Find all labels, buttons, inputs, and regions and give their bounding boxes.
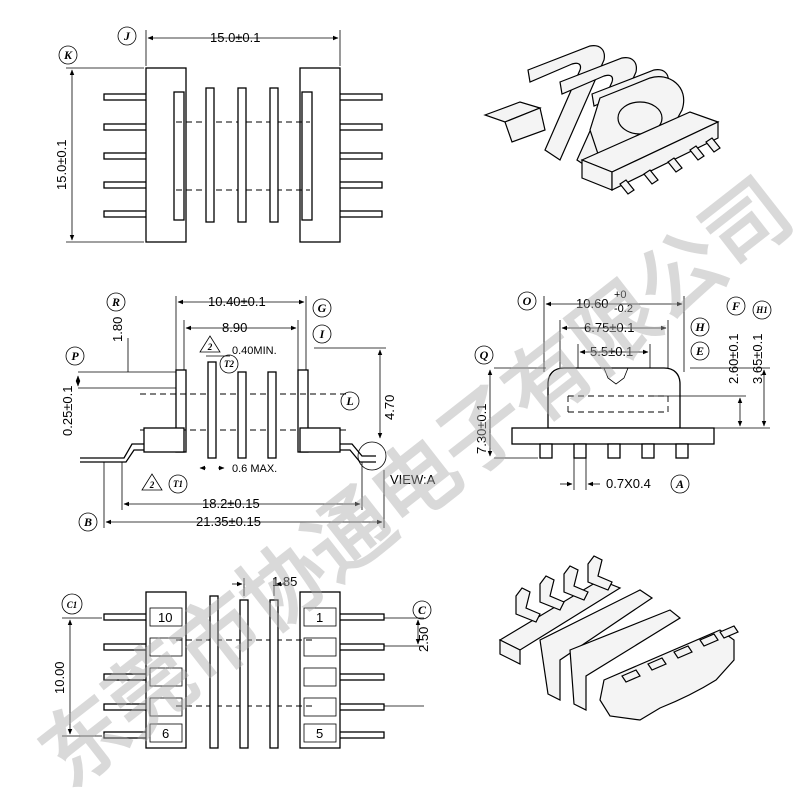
top-view: 15.0±0.1 J 15.0±0.1 K (54, 26, 383, 243)
label-e: E (695, 344, 704, 358)
pin-number-6: 6 (162, 726, 169, 741)
bottom-right-flange (299, 591, 341, 749)
dim-front-260: 2.60±0.1 (726, 333, 741, 384)
dim-front-1060-minus: -0.2 (614, 303, 633, 315)
dim-front-1060: 10.60 (576, 296, 609, 311)
dim-bottom-185: 1.85 (272, 574, 297, 589)
bottom-right-pins (337, 613, 385, 739)
dim-bottom-1000: 10.00 (52, 661, 67, 694)
dim-side-width: 10.40±0.1 (208, 294, 266, 309)
dim-side-inner: 8.90 (222, 320, 247, 335)
label-t2: T2 (224, 359, 234, 369)
view-a-label: VIEW:A (390, 472, 436, 487)
isometric-view-top (483, 45, 721, 195)
dim-front-55: 5.5±0.1 (590, 344, 633, 359)
isometric-view-bottom (498, 555, 739, 721)
dim-front-pin: 0.7X0.4 (606, 476, 651, 491)
dim-side-470: 4.70 (382, 395, 397, 420)
dim-side-max: 0.6 MAX. (232, 463, 277, 475)
dim-side-025: 0.25±0.1 (60, 385, 75, 436)
dim-side-2135: 21.35±0.15 (196, 514, 261, 529)
dim-front-365: 3.65±0.1 (750, 333, 765, 384)
dim-side-180: 1.80 (110, 317, 125, 342)
label-b: B (83, 515, 92, 529)
dim-front-675: 6.75±0.1 (584, 320, 635, 335)
side-view: 10.40±0.1 R G I 8.90 2 0.40MIN. T2 1.80 … (60, 292, 436, 532)
label-j: J (123, 29, 131, 43)
pin-number-1: 1 (316, 610, 323, 625)
front-pins (539, 443, 689, 459)
dim-top-width: 15.0±0.1 (210, 30, 261, 45)
label-r: R (111, 295, 120, 309)
dim-side-182: 18.2±0.15 (202, 496, 260, 511)
top-view-right-pins (337, 93, 383, 218)
label-a: A (675, 477, 684, 491)
dim-top-height: 15.0±0.1 (54, 139, 69, 190)
triangle-2-bottom: 2 (149, 480, 155, 490)
dim-side-min: 0.40MIN. (232, 345, 277, 357)
label-h: H (694, 320, 705, 334)
front-view: O 10.60 +0 -0.2 F H1 6.75±0.1 H 5.5±0.1 … (474, 289, 772, 494)
label-q: Q (480, 348, 489, 362)
label-c: C (418, 603, 427, 617)
label-p: P (71, 349, 79, 363)
label-i: I (319, 327, 326, 341)
dim-front-730: 7.30±0.1 (474, 403, 489, 454)
label-h1: H1 (755, 305, 768, 315)
label-c1: C1 (67, 600, 78, 610)
triangle-2-top: 2 (207, 342, 213, 352)
label-f: F (731, 299, 740, 313)
label-l: L (345, 394, 353, 408)
bottom-left-flange (145, 591, 187, 749)
pin-number-10: 10 (158, 610, 172, 625)
top-view-left-pins (103, 93, 149, 218)
bottom-view: 1.85 C1 C (52, 574, 432, 749)
label-k: K (63, 48, 73, 62)
dim-front-1060-plus: +0 (614, 289, 627, 301)
label-o: O (523, 294, 532, 308)
dim-bottom-250: 2.50 (416, 627, 431, 652)
label-t1: T1 (173, 479, 183, 489)
pin-number-5: 5 (316, 726, 323, 741)
label-g: G (318, 301, 327, 315)
